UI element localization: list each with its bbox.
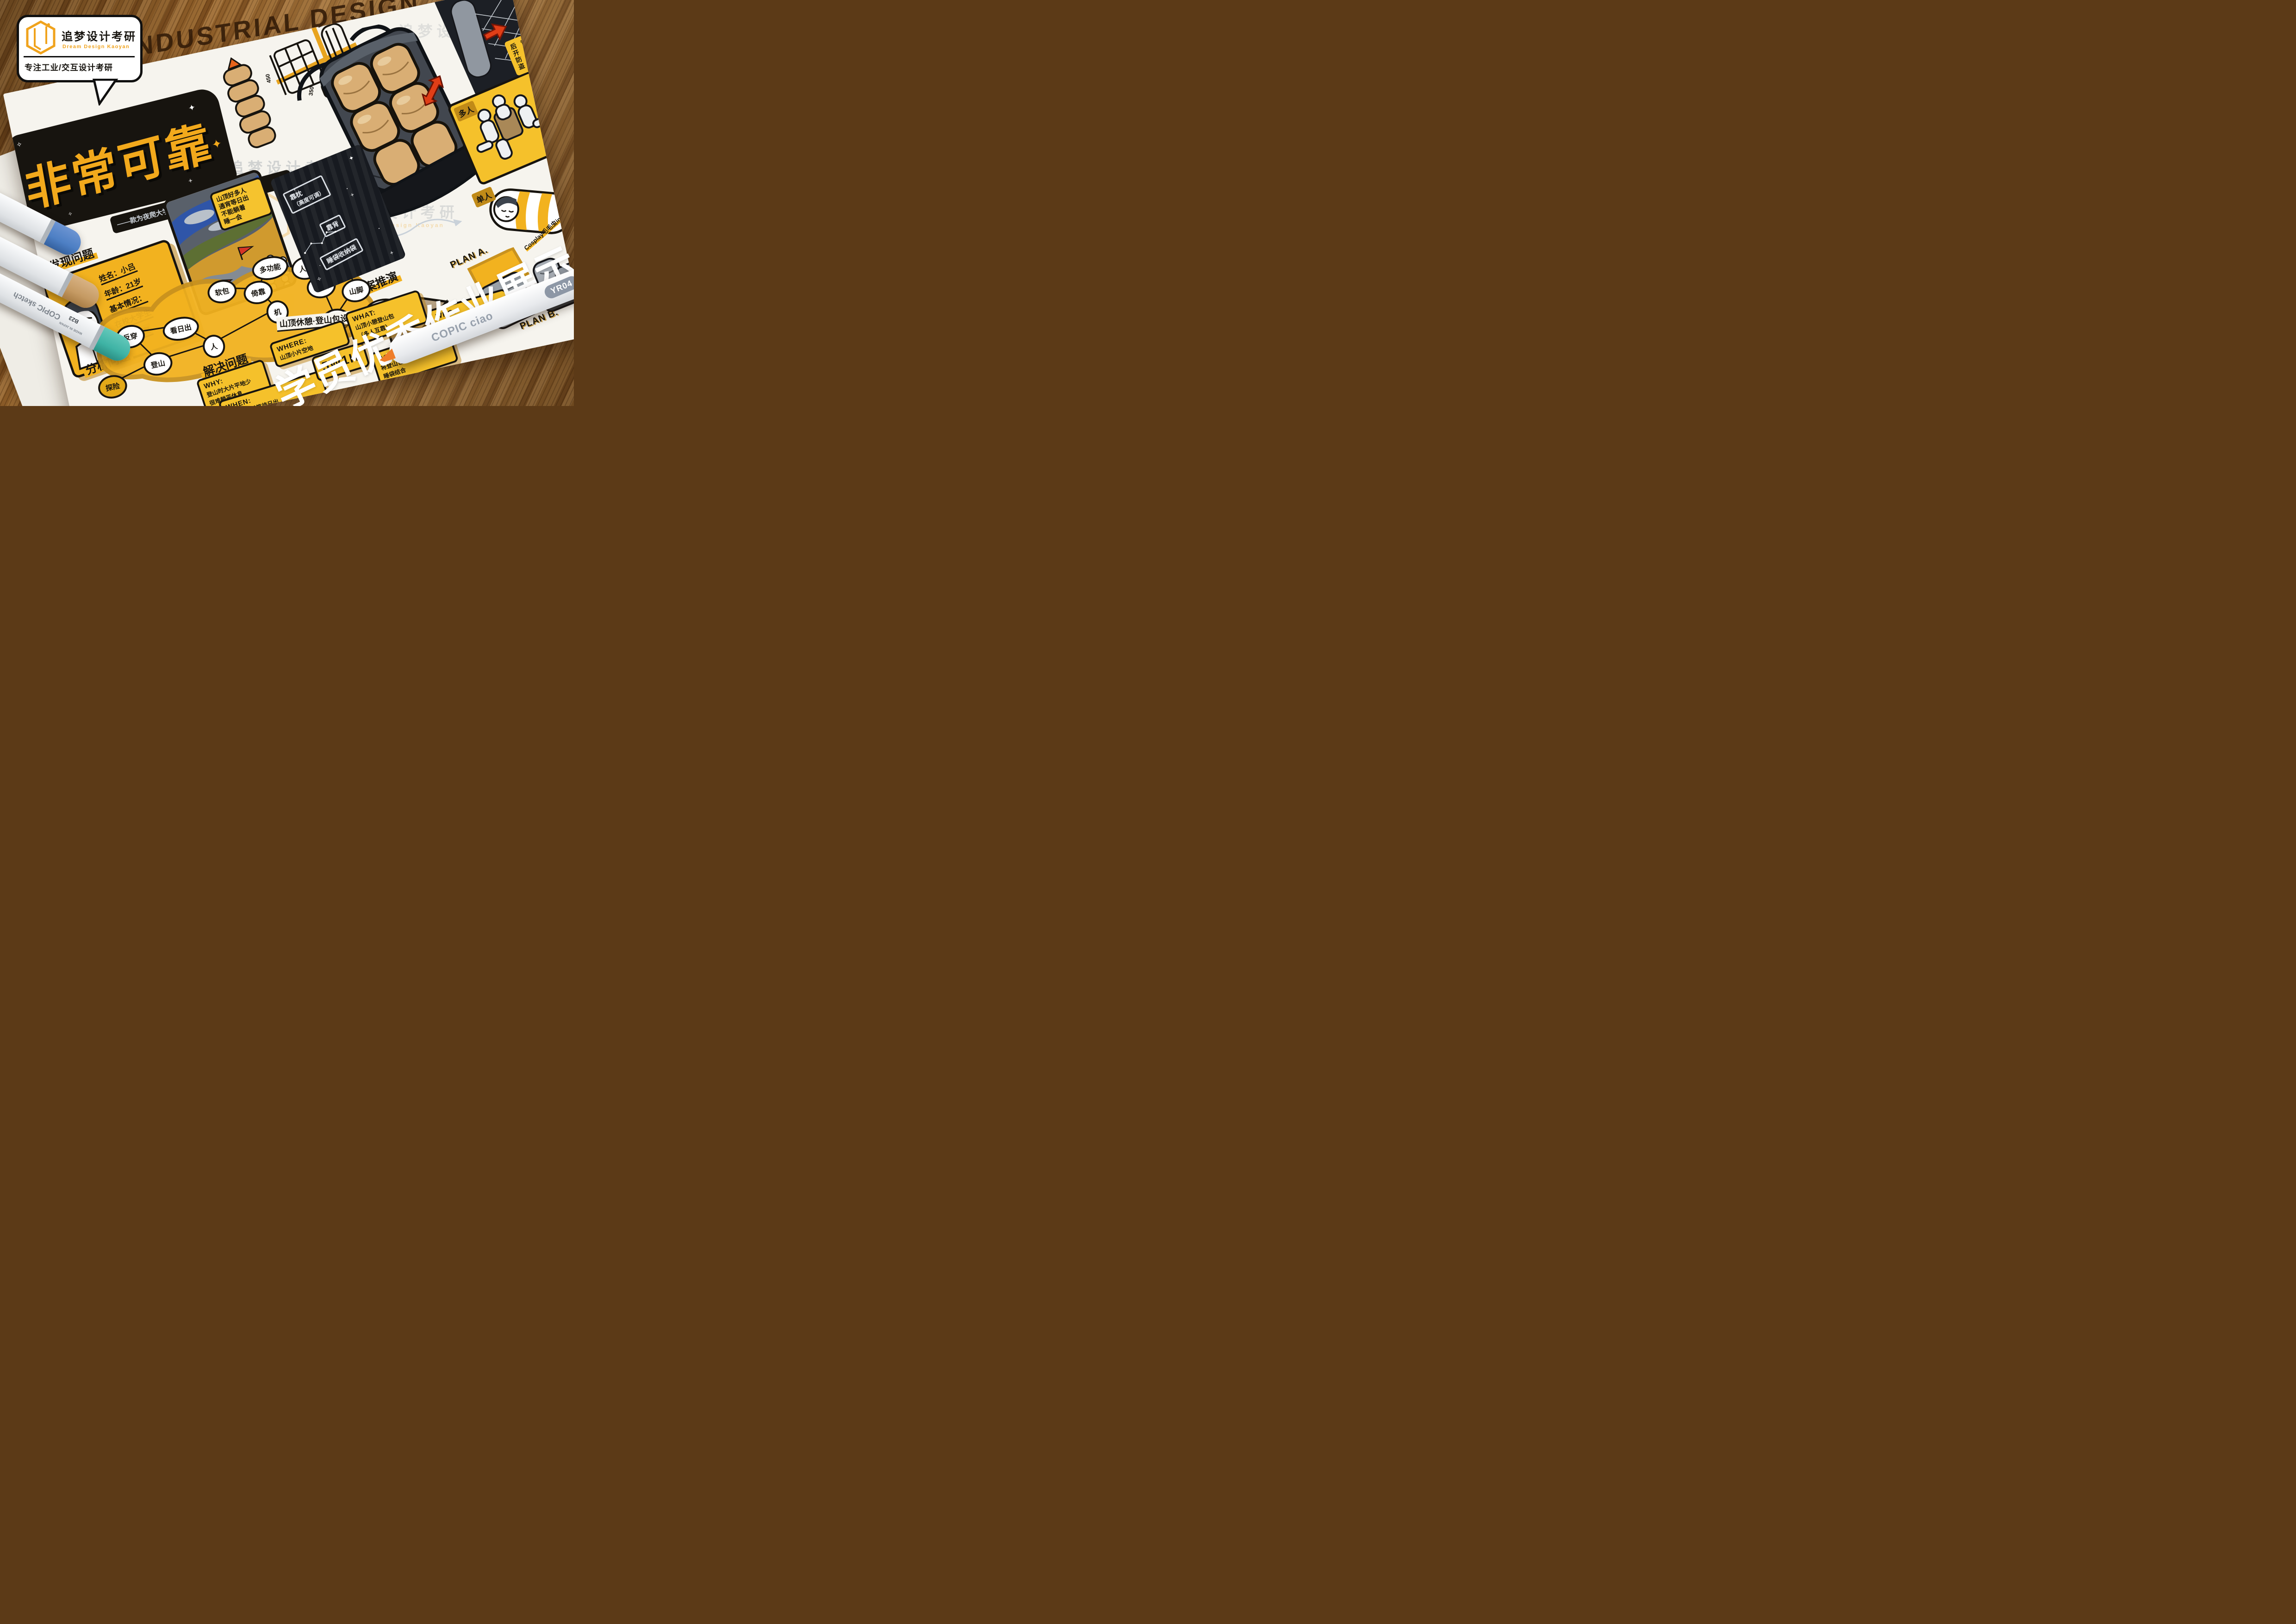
star-icon: +	[349, 191, 355, 199]
star-icon: ✧	[15, 140, 23, 150]
multi-person-panel: 多人	[446, 69, 566, 187]
brand-name-cn: 追梦设计考研	[62, 31, 137, 43]
star-icon: ✧	[315, 275, 323, 283]
red-arrow-icon	[483, 23, 507, 41]
star-icon: +	[187, 176, 193, 185]
bubble-tail	[92, 79, 118, 106]
sketch-sheet: 追梦设计考研 Dream Design Kaoyan 追梦设计考研 Dream …	[3, 0, 574, 406]
callout-pillow: 靠枕 （高度可调）	[282, 175, 332, 214]
brand-logo-bubble: 追梦设计考研 Dream Design Kaoyan 专注工业/交互设计考研	[17, 15, 143, 82]
brand-hexagon-icon	[26, 20, 56, 55]
star-icon: ✧	[67, 210, 74, 218]
net-pocket-sketch	[450, 0, 549, 78]
star-icon: +	[388, 249, 395, 257]
marker-code-text: B23	[68, 314, 80, 325]
adjust-double-arrow-icon	[421, 75, 444, 106]
brand-tagline: 专注工业/交互设计考研	[25, 63, 113, 72]
star-icon: ✦	[348, 154, 355, 162]
brand-name-en: Dream Design Kaoyan	[62, 44, 130, 50]
divider	[24, 56, 135, 57]
net-pocket-panel	[432, 0, 567, 106]
dim-height: 450	[264, 73, 273, 84]
marker-origin-text: MADE IN JAPAN	[59, 320, 83, 335]
pillow-stack-sketch	[223, 57, 276, 149]
feature-annotation-panel: 靠枕 （高度可调） 靠背 睡袋收纳袋 ✦ + ✧ +	[269, 144, 407, 294]
photo-scene: INDUSTRIAL DESIGN 追梦设计考研 Dream Design Ka…	[0, 0, 574, 406]
constellation-icon	[304, 231, 336, 254]
multi-person-figures	[476, 94, 553, 160]
